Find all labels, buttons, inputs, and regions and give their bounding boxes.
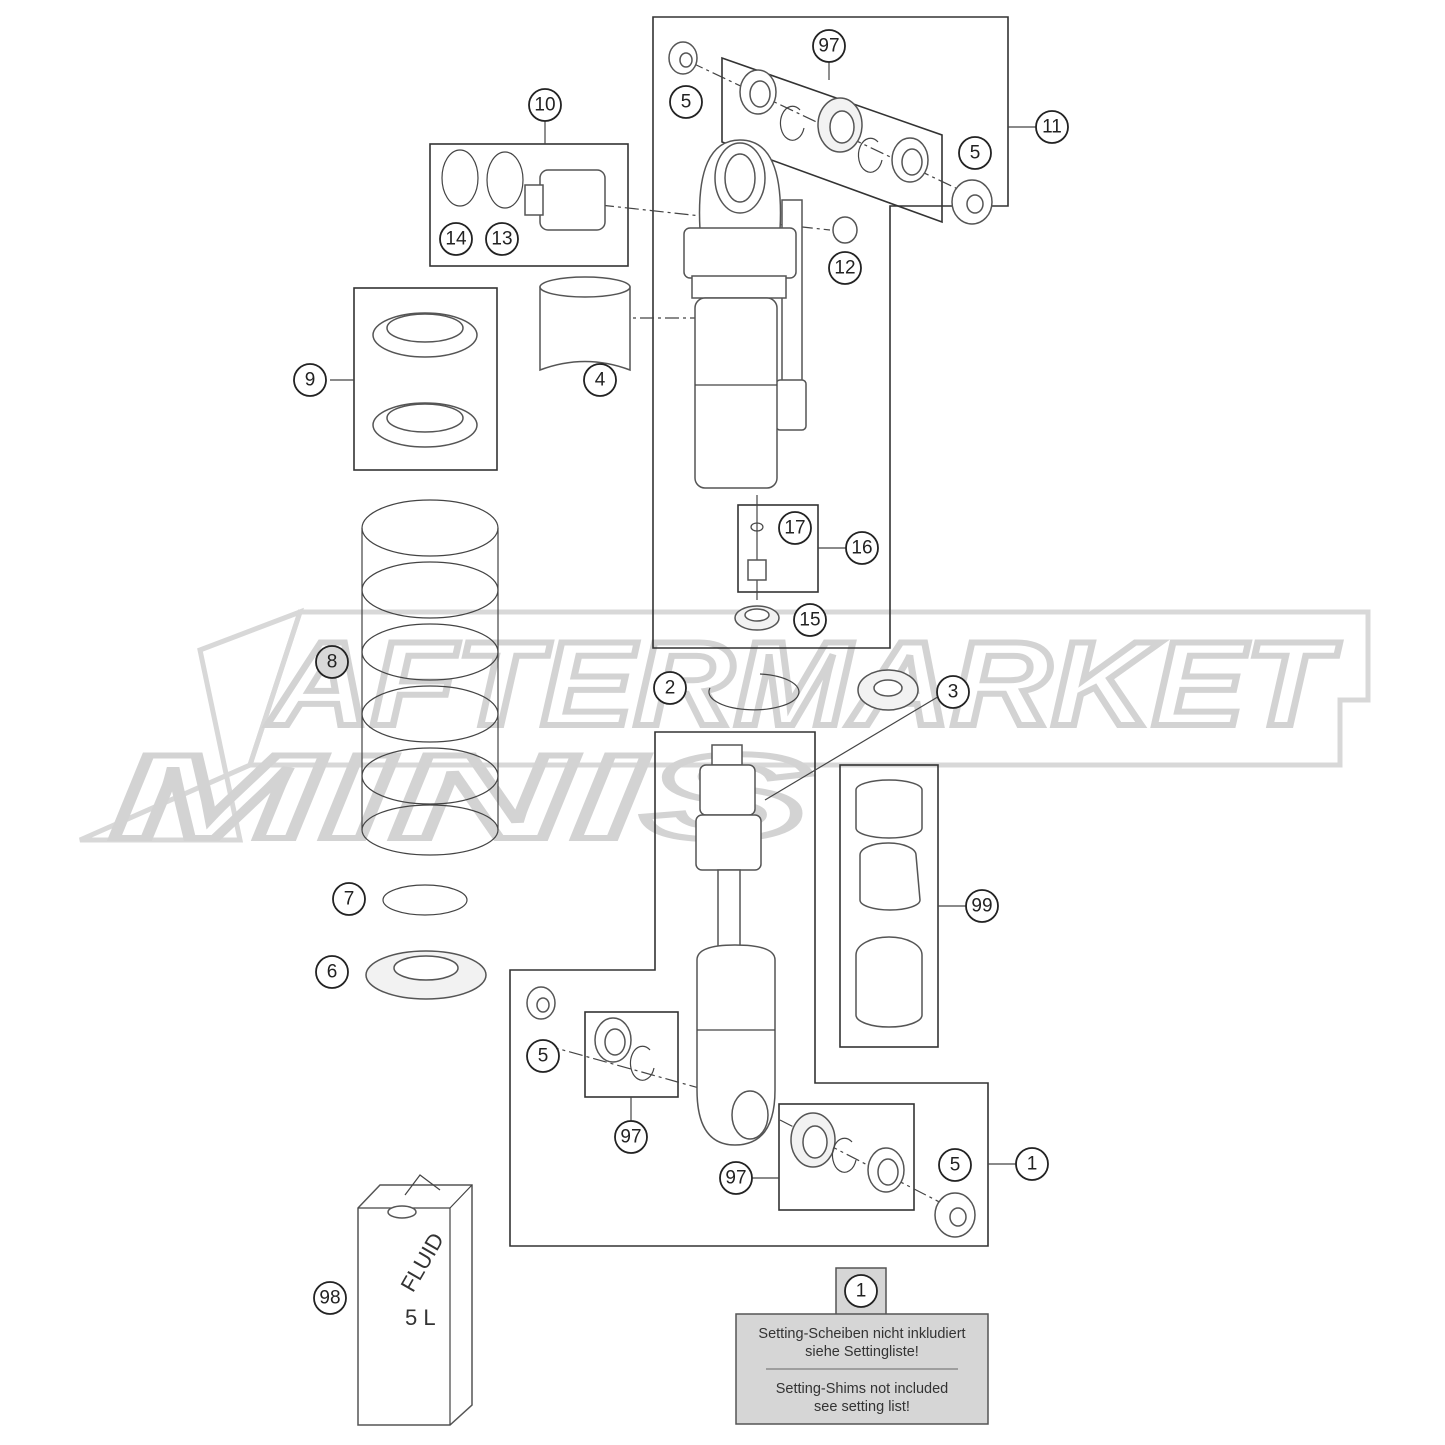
svg-text:6: 6 — [327, 962, 338, 983]
sleeve-part — [539, 276, 631, 372]
svg-text:10: 10 — [534, 95, 555, 116]
callout-12[interactable]: 12 — [828, 251, 862, 285]
svg-text:99: 99 — [971, 896, 992, 917]
callout-11[interactable]: 11 — [1035, 110, 1069, 144]
note-en-line-1: Setting-Shims not included — [776, 1381, 949, 1397]
can-volume-label: 5 L — [405, 1305, 436, 1330]
callout-97-bottom-left[interactable]: 97 — [614, 1120, 648, 1154]
bearing-kit-box-top — [721, 56, 943, 224]
svg-text:2: 2 — [665, 678, 676, 699]
callout-14[interactable]: 14 — [439, 222, 473, 256]
callout-97-top[interactable]: 97 — [812, 29, 846, 63]
bearing-kit-box-right — [778, 1103, 915, 1211]
svg-text:4: 4 — [595, 370, 606, 391]
svg-text:5: 5 — [970, 143, 981, 164]
svg-text:15: 15 — [799, 610, 820, 631]
svg-text:98: 98 — [319, 1288, 340, 1309]
callout-3[interactable]: 3 — [936, 675, 970, 709]
callout-8[interactable]: 8 — [315, 645, 349, 679]
svg-text:97: 97 — [725, 1168, 746, 1189]
svg-text:1: 1 — [856, 1281, 867, 1302]
damper-rod-parts — [695, 744, 776, 1146]
callout-5-top-left[interactable]: 5 — [669, 85, 703, 119]
callout-99[interactable]: 99 — [965, 889, 999, 923]
valve-parts — [734, 522, 780, 631]
svg-text:17: 17 — [784, 518, 805, 539]
shock-assembly-outline — [652, 16, 1009, 649]
callout-10[interactable]: 10 — [528, 88, 562, 122]
callout-9[interactable]: 9 — [293, 363, 327, 397]
svg-text:5: 5 — [950, 1155, 961, 1176]
svg-text:16: 16 — [851, 538, 872, 559]
adjuster-box — [429, 143, 629, 267]
svg-text:3: 3 — [948, 682, 959, 703]
nut-parts — [372, 312, 478, 448]
note-en-line-2: see setting list! — [814, 1399, 910, 1415]
svg-text:97: 97 — [818, 36, 839, 57]
callout-97-bottom-right[interactable]: 97 — [719, 1161, 753, 1195]
ring-parts — [365, 669, 919, 1000]
callout-5-bottom-left[interactable]: 5 — [526, 1039, 560, 1073]
settings-note: 1 Setting-Scheiben nicht inkludiert sieh… — [735, 1267, 989, 1425]
svg-text:13: 13 — [491, 229, 512, 250]
svg-text:1: 1 — [1027, 1154, 1038, 1175]
callout-6[interactable]: 6 — [315, 955, 349, 989]
svg-text:5: 5 — [538, 1046, 549, 1067]
callout-5-bottom-right[interactable]: 5 — [938, 1148, 972, 1182]
watermark-text-1: AFTERMARKET — [267, 617, 1341, 751]
svg-text:7: 7 — [344, 889, 355, 910]
callout-13[interactable]: 13 — [485, 222, 519, 256]
note-ref-callout-1: 1 — [844, 1274, 878, 1308]
svg-text:5: 5 — [681, 92, 692, 113]
callout-98[interactable]: 98 — [313, 1281, 347, 1315]
nut-box — [353, 287, 498, 471]
bearing-parts-bottom — [526, 986, 976, 1238]
callout-2[interactable]: 2 — [653, 671, 687, 705]
svg-text:97: 97 — [620, 1127, 641, 1148]
callouts: 10 97 5 5 11 14 13 12 4 9 17 16 15 8 2 3… — [293, 29, 1069, 1315]
damper-assembly-outline — [509, 731, 989, 1247]
note-de-line-1: Setting-Scheiben nicht inkludiert — [758, 1326, 965, 1342]
bearing-parts-top — [668, 41, 993, 244]
svg-text:14: 14 — [445, 229, 467, 250]
callout-4[interactable]: 4 — [583, 363, 617, 397]
callout-15[interactable]: 15 — [793, 603, 827, 637]
adjuster-parts — [441, 149, 606, 231]
shock-body-top — [683, 139, 807, 489]
svg-text:12: 12 — [834, 258, 855, 279]
svg-text:8: 8 — [327, 652, 338, 673]
oil-can: FLUID 5 L — [357, 1174, 473, 1426]
svg-text:9: 9 — [305, 370, 316, 391]
svg-text:11: 11 — [1042, 117, 1062, 138]
note-de-line-2: siehe Settingliste! — [805, 1344, 919, 1360]
spring-part — [361, 499, 499, 856]
bumper-kit-parts — [855, 779, 923, 1028]
callout-17[interactable]: 17 — [778, 511, 812, 545]
callout-1[interactable]: 1 — [1015, 1147, 1049, 1181]
callout-5-top-right[interactable]: 5 — [958, 136, 992, 170]
callout-16[interactable]: 16 — [845, 531, 879, 565]
callout-7[interactable]: 7 — [332, 882, 366, 916]
